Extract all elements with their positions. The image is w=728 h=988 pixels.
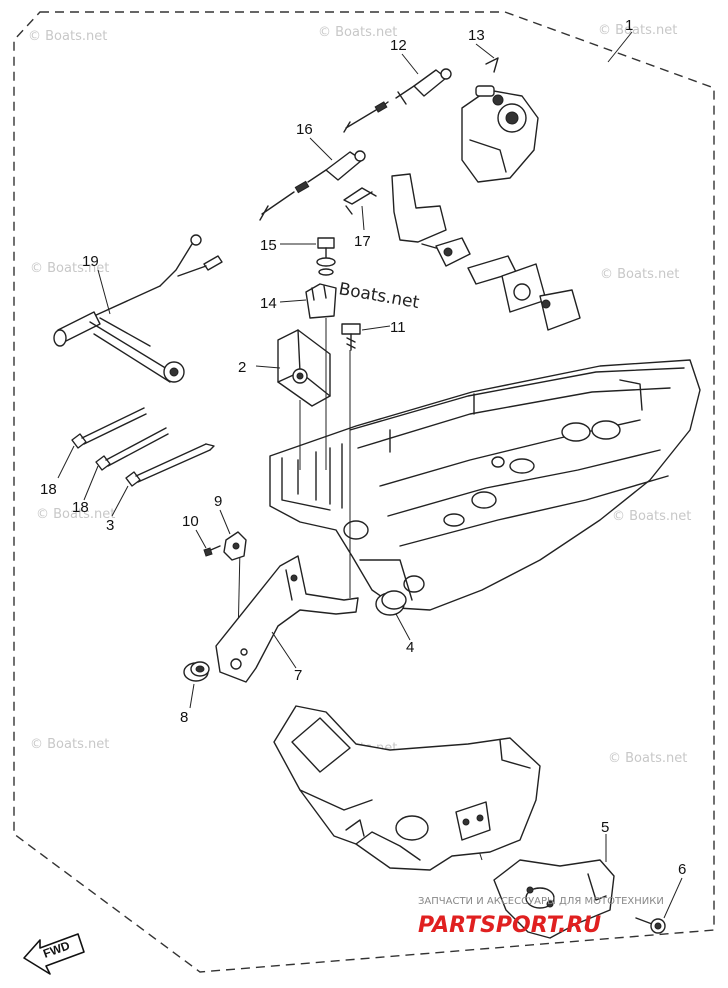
watermark: © Boats.net — [600, 267, 679, 282]
part-18-cable-tie-a — [71, 407, 147, 449]
watermark: © Boats.net — [36, 507, 115, 522]
part-19-wire-harness — [53, 234, 223, 383]
callout-6: 6 — [678, 861, 686, 878]
assembly-boundary — [13, 11, 715, 973]
callout-18b: 18 — [72, 499, 89, 516]
callout-8: 8 — [180, 709, 188, 726]
part-2-grommet — [277, 329, 331, 407]
part-3-cable-tie — [125, 443, 215, 487]
fwd-arrow-icon: FWD — [23, 933, 85, 975]
callout-7: 7 — [294, 667, 302, 684]
callout-19: 19 — [82, 253, 99, 270]
part-8-grommet — [183, 661, 210, 682]
watermark: © Boats.net — [318, 25, 397, 40]
callout-18a: 18 — [40, 481, 57, 498]
callout-14: 14 — [260, 295, 277, 312]
callout-4: 4 — [406, 639, 414, 656]
part-1-bottom-cowling — [269, 359, 701, 611]
watermark: © Boats.net — [30, 737, 109, 752]
callout-2: 2 — [238, 359, 246, 376]
callout-15: 15 — [260, 237, 277, 254]
part-6-screw — [635, 917, 666, 934]
swivel-bracket — [273, 705, 541, 871]
watermark: © Boats.net — [28, 29, 107, 44]
footer-brand-logo: PARTSPORT.RU — [418, 913, 601, 938]
part-4-plug — [375, 590, 407, 616]
footer-caption: ЗАПЧАСТИ И АКСЕССУАРЫ ДЛЯ МОТОТЕХНИКИ — [418, 896, 664, 907]
watermark: © Boats.net — [30, 261, 109, 276]
part-7-bracket — [215, 555, 359, 683]
part-16-cable-joint — [259, 150, 366, 221]
part-17-clip — [343, 187, 377, 215]
callout-5: 5 — [601, 819, 609, 836]
callout-16: 16 — [296, 121, 313, 138]
callout-13: 13 — [468, 27, 485, 44]
leader-lines — [57, 31, 683, 919]
part-11-screw — [341, 323, 361, 351]
watermark: © Boats.net — [608, 751, 687, 766]
callout-numbers: 1 2 3 4 5 6 7 8 9 10 11 12 13 14 15 16 1… — [40, 17, 686, 878]
callout-12: 12 — [390, 37, 407, 54]
part-18-cable-tie-b — [95, 427, 169, 471]
part-14-holder — [305, 283, 337, 319]
callout-3: 3 — [106, 517, 114, 534]
part-9-clamp — [223, 531, 247, 561]
overlay-watermark: Boats.net — [337, 279, 421, 313]
part-10-pin — [203, 545, 221, 557]
callout-9: 9 — [214, 493, 222, 510]
watermark: © Boats.net — [598, 23, 677, 38]
callout-11: 11 — [390, 319, 406, 336]
callout-1: 1 — [625, 17, 633, 34]
shift-shaft-assembly — [391, 173, 581, 331]
watermark: © Boats.net — [612, 509, 691, 524]
part-12-cable-joint — [343, 68, 452, 133]
part-13-lever-bracket — [461, 57, 539, 183]
part-15-bolt — [316, 237, 336, 276]
part-5-bracket-cover — [493, 859, 615, 939]
callout-17: 17 — [354, 233, 371, 250]
callout-10: 10 — [182, 513, 199, 530]
